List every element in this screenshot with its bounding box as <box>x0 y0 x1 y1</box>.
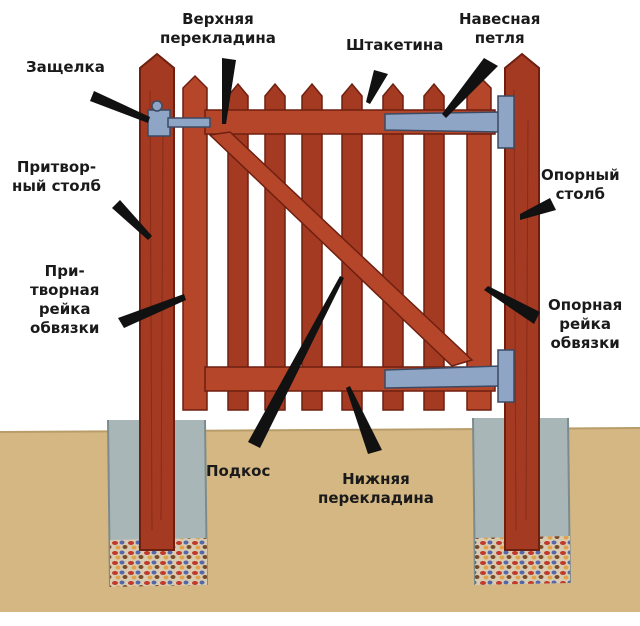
brace <box>208 131 474 367</box>
left-gravel <box>110 538 207 587</box>
top-hinge <box>384 95 515 149</box>
hinge-post <box>504 52 540 551</box>
label-pritvorny-stolb: Притвор- ный столб <box>12 158 102 195</box>
pointer-shtaketina <box>366 70 388 104</box>
pointer-opornaya <box>484 286 540 324</box>
latch-stile <box>182 74 208 411</box>
label-opornaya-reika: Опорная рейка обвязки <box>548 296 623 352</box>
latch-post <box>139 52 175 551</box>
pointer-nizhnyaya <box>346 386 382 454</box>
pointers <box>90 58 556 454</box>
label-verkhnyaya-perekladina: Верхняя перекладина <box>160 10 276 47</box>
pointer-verkhnyaya <box>222 58 236 124</box>
latch <box>147 100 211 137</box>
bottom-hinge <box>384 349 515 403</box>
label-shtaketina: Штакетина <box>346 36 444 54</box>
label-podkos: Подкос <box>206 462 271 480</box>
label-pritvornaya-reika: При- творная рейка обвязки <box>30 262 100 337</box>
pointer-opornyi <box>520 198 556 220</box>
pointer-podkos <box>248 276 344 448</box>
pointer-pritvornaya <box>118 294 186 328</box>
pointer-navesnaya <box>442 58 498 118</box>
label-zashchelka: Защелка <box>26 58 105 76</box>
right-gravel <box>475 536 570 585</box>
pointer-pritvorny <box>112 200 152 240</box>
label-opornyi-stolb: Опорный столб <box>541 166 620 203</box>
label-nizhnyaya-perekladina: Нижняя перекладина <box>318 470 434 507</box>
label-navesnaya-petlya: Навесная петля <box>459 10 541 47</box>
pointer-zashchelka <box>90 91 150 123</box>
